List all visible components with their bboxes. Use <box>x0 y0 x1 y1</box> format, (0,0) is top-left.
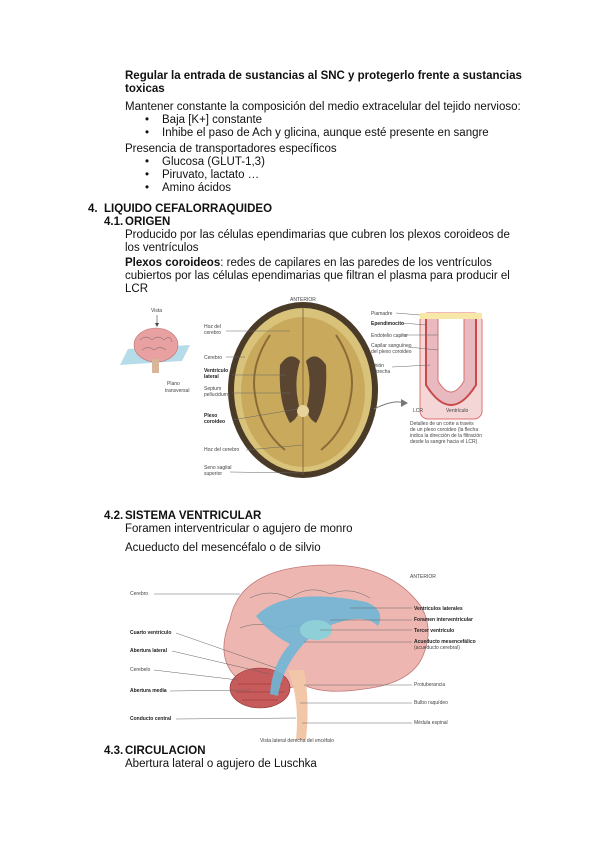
intro-heading: Regular la entrada de sustancias al SNC … <box>125 70 522 95</box>
brain-lateral-image <box>223 564 429 740</box>
figure1-caption-line: desde la sangre hacia el LCR) <box>410 439 478 445</box>
vista-label: Vista <box>151 308 162 314</box>
section-4-number: 4. <box>88 203 98 215</box>
cerebro-label: Cerebro <box>204 355 222 361</box>
endotelio-label: Endotelio capilar <box>371 333 408 339</box>
list-item: Piruvato, lactato … <box>145 169 265 182</box>
section-4-1-title: ORIGEN <box>125 216 171 228</box>
choroid-plexus-detail-image <box>419 312 483 420</box>
cerebelo-label: Cerebelo <box>130 667 151 673</box>
hoz-cerebro-label-2: cerebro <box>204 330 221 336</box>
figure1-caption-line: de un plexo coroideo (la flecha <box>410 427 478 433</box>
acueducto-label: Acueducto mesencefálico <box>414 639 476 645</box>
ventriculo-lateral-label: Ventrículo <box>204 368 228 374</box>
plexo-coroideo-label-2: coroideo <box>204 419 225 425</box>
septum-label: Septum <box>204 386 221 392</box>
lcr-label: LCR <box>413 408 423 414</box>
ependimocito-label: Ependimocito <box>371 321 404 327</box>
hoz-cerebro-bottom-label: Hoz del cerebro <box>204 447 240 453</box>
intro-list-1: Baja [K+] constante Inhibe el paso de Ac… <box>145 114 489 140</box>
cuarto-ventriculo-label: Cuarto ventrículo <box>130 630 171 636</box>
brain-axial-section-image <box>228 302 378 478</box>
section-4-2-title: SISTEMA VENTRICULAR <box>125 510 262 522</box>
anterior-label: ANTERIOR <box>290 297 316 303</box>
list-item: Amino ácidos <box>145 182 265 195</box>
list-item: Baja [K+] constante <box>145 114 489 127</box>
intro-paragraph-2: Presencia de transportadores específicos <box>125 143 337 155</box>
plexos-paragraph: Plexos coroideos: redes de capilares en … <box>125 257 515 296</box>
seno-sagital-label-2: superior <box>204 471 222 477</box>
ventriculo-lateral-label-2: lateral <box>204 374 219 380</box>
anterior-label-2: ANTERIOR <box>410 574 436 580</box>
section-4-1-number: 4.1. <box>104 216 124 228</box>
choroid-plexus-figure: Vista Plano transversal ANTERIOR Hoz del… <box>120 297 483 478</box>
plano-label: Plano <box>167 381 180 387</box>
section-4-title: LIQUIDO CEFALORRAQUIDEO <box>104 203 273 215</box>
abertura-lateral-label: Abertura lateral <box>130 648 168 654</box>
capilar-label: Capilar sanguíneo <box>371 343 412 349</box>
plexos-definition: : redes de capilares en las paredes de l… <box>125 257 510 295</box>
origen-text: Producido por las células ependimarias q… <box>125 229 510 254</box>
sistema-line-2: Acueducto del mesencéfalo o de silvio <box>125 542 321 554</box>
bulbo-label: Bulbo raquídeo <box>414 700 448 706</box>
sistema-line-1: Foramen interventricular o agujero de mo… <box>125 523 353 535</box>
circulacion-line-1: Abertura lateral o agujero de Luschka <box>125 758 317 770</box>
intro-list-2: Glucosa (GLUT-1,3) Piruvato, lactato … A… <box>145 156 265 195</box>
cerebro-label-2: Cerebro <box>130 591 148 597</box>
figure1-caption-line: indica la dirección de la filtración <box>410 433 482 439</box>
ventriculo-label: Ventrículo <box>446 408 468 414</box>
union-label-2: estrecha <box>371 369 390 375</box>
protuberancia-label: Protuberancia <box>414 682 445 688</box>
ventricular-system-figure: ANTERIOR Cerebro Cuarto ventrículo Abert… <box>130 564 476 744</box>
septum-label-2: pellucidum <box>204 392 228 398</box>
foramen-label: Foramen interventricular <box>414 617 473 623</box>
section-4-2-number: 4.2. <box>104 510 124 522</box>
ventriculos-laterales-label: Ventrículos laterales <box>414 606 463 612</box>
medula-label: Médula espinal <box>414 720 448 726</box>
transversal-label: transversal <box>165 388 189 394</box>
brain-inset-icon <box>120 315 190 373</box>
piamadre-label: Piamadre <box>371 311 393 317</box>
intro-paragraph-1: Mantener constante la composición del me… <box>125 101 521 113</box>
plexo-coroideo-label: Plexo <box>204 413 217 419</box>
acueducto-label-2: (acueducto cerebral) <box>414 645 460 651</box>
tercer-ventriculo-label: Tercer ventrículo <box>414 628 454 634</box>
hoz-cerebro-label: Hoz del <box>204 324 221 330</box>
figure1-caption-line: Detalles de un corte a través <box>410 421 474 427</box>
section-4-3-number: 4.3. <box>104 745 124 757</box>
union-label: Unión <box>371 363 384 369</box>
abertura-media-label: Abertura media <box>130 688 167 694</box>
list-item: Inhibe el paso de Ach y glicina, aunque … <box>145 127 489 140</box>
seno-sagital-label: Seno sagital <box>204 465 232 471</box>
figure2-caption: Vista lateral derecha del encéfalo <box>260 738 334 744</box>
section-4-3-title: CIRCULACION <box>125 745 206 757</box>
capilar-label-2: del plexo coroideo <box>371 349 412 355</box>
conducto-central-label: Conducto central <box>130 716 172 722</box>
plexos-term: Plexos coroideos <box>125 257 221 269</box>
list-item: Glucosa (GLUT-1,3) <box>145 156 265 169</box>
